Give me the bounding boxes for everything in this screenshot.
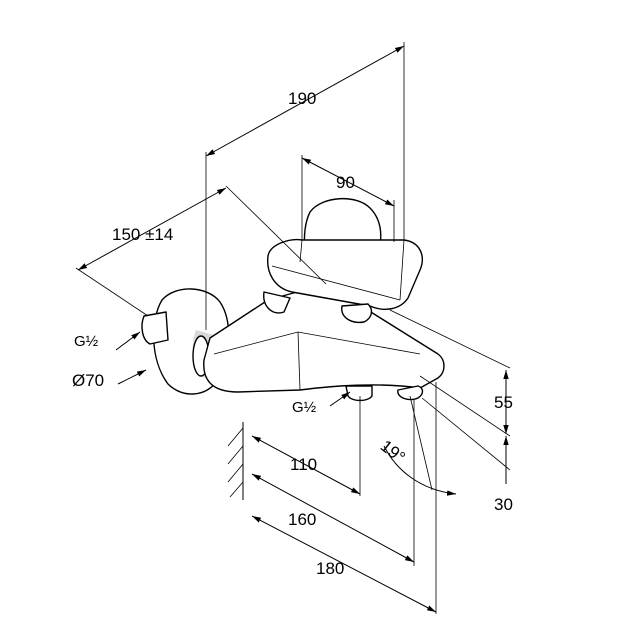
faucet-body (141, 197, 445, 402)
bottom-outlet (345, 385, 373, 402)
dim-line-90 (301, 157, 395, 207)
label-110: 110 (290, 455, 317, 474)
label-diameter: Ø70 (72, 371, 104, 390)
label-30: 30 (494, 495, 513, 514)
wall-hatch (227, 422, 244, 500)
label-90: 90 (336, 173, 355, 192)
label-55: 55 (494, 393, 513, 412)
dimension-labels: 190 90 150 ±14 G½ Ø70 G½ 110 160 180 55 … (72, 89, 513, 578)
lever-handle (267, 238, 423, 310)
dimension-lines (77, 45, 509, 613)
dim-arc-19 (383, 445, 457, 496)
leader-diameter (117, 369, 147, 385)
label-150: 150 ±14 (112, 225, 173, 244)
label-thread-outlet: G½ (292, 399, 317, 416)
label-thread-wall: G½ (74, 333, 99, 350)
spout-outlet (397, 385, 424, 401)
extension-lines (75, 42, 511, 614)
left-connector (141, 311, 169, 345)
label-160: 160 (288, 510, 316, 529)
label-angle: 19° (377, 436, 409, 467)
leader-thread-outlet (329, 391, 351, 407)
label-190: 190 (288, 89, 316, 108)
dim-line-160 (251, 473, 415, 563)
leader-thread-wall (115, 331, 141, 351)
dim-line-150 (77, 187, 227, 271)
lever-stem (341, 303, 373, 324)
dim-line-190 (205, 45, 405, 157)
dim-line-180 (251, 515, 437, 613)
main-body (203, 283, 445, 393)
label-180: 180 (316, 559, 344, 578)
